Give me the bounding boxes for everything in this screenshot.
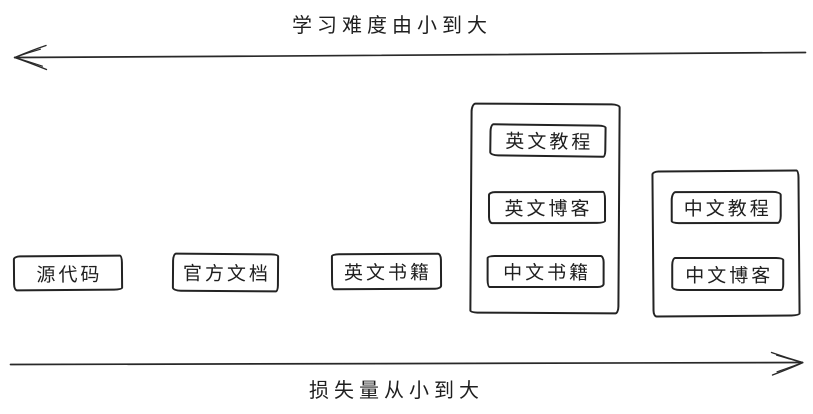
difficulty-arrowhead-upper (13, 44, 47, 59)
loss-axis-label: 损失量从小到大 (309, 380, 484, 402)
box-chinese-blogs-label: 中文博客 (685, 265, 774, 287)
box-english-blogs: 英文博客 (487, 190, 607, 225)
group-box-english-resources: 英文教程 英文博客 中文书籍 (469, 102, 621, 315)
box-chinese-books-label: 中文书籍 (503, 262, 592, 285)
box-chinese-tutorials: 中文教程 (670, 190, 782, 225)
box-source-code-label: 源代码 (36, 264, 103, 286)
box-chinese-blogs: 中文博客 (671, 256, 785, 292)
box-english-books: 英文书籍 (330, 252, 443, 291)
difficulty-axis-label: 学习难度由小到大 (292, 15, 492, 37)
box-english-tutorials-label: 英文教程 (505, 131, 594, 154)
box-source-code: 源代码 (12, 254, 124, 292)
loss-arrowhead-upper (770, 351, 804, 364)
box-english-blogs-label: 英文博客 (504, 198, 593, 221)
box-english-books-label: 英文书籍 (343, 262, 433, 285)
box-chinese-tutorials-label: 中文教程 (683, 198, 772, 221)
difficulty-arrowhead-upper-sketch (14, 48, 42, 58)
box-official-docs: 官方文档 (171, 252, 280, 293)
box-english-tutorials: 英文教程 (489, 123, 607, 158)
loss-arrowhead-lower (771, 361, 804, 376)
loss-arrowhead-upper-sketch (775, 354, 803, 363)
loss-arrowhead-lower-sketch (776, 362, 803, 373)
group-box-chinese-resources: 中文教程 中文博客 (651, 169, 801, 318)
loss-arrow-line (9, 361, 804, 366)
difficulty-arrowhead-lower (13, 56, 48, 71)
box-official-docs-label: 官方文档 (182, 263, 272, 286)
difficulty-arrowhead-lower-sketch (14, 56, 44, 67)
difficulty-arrow-line (14, 51, 807, 59)
box-chinese-books: 中文书籍 (486, 254, 605, 289)
